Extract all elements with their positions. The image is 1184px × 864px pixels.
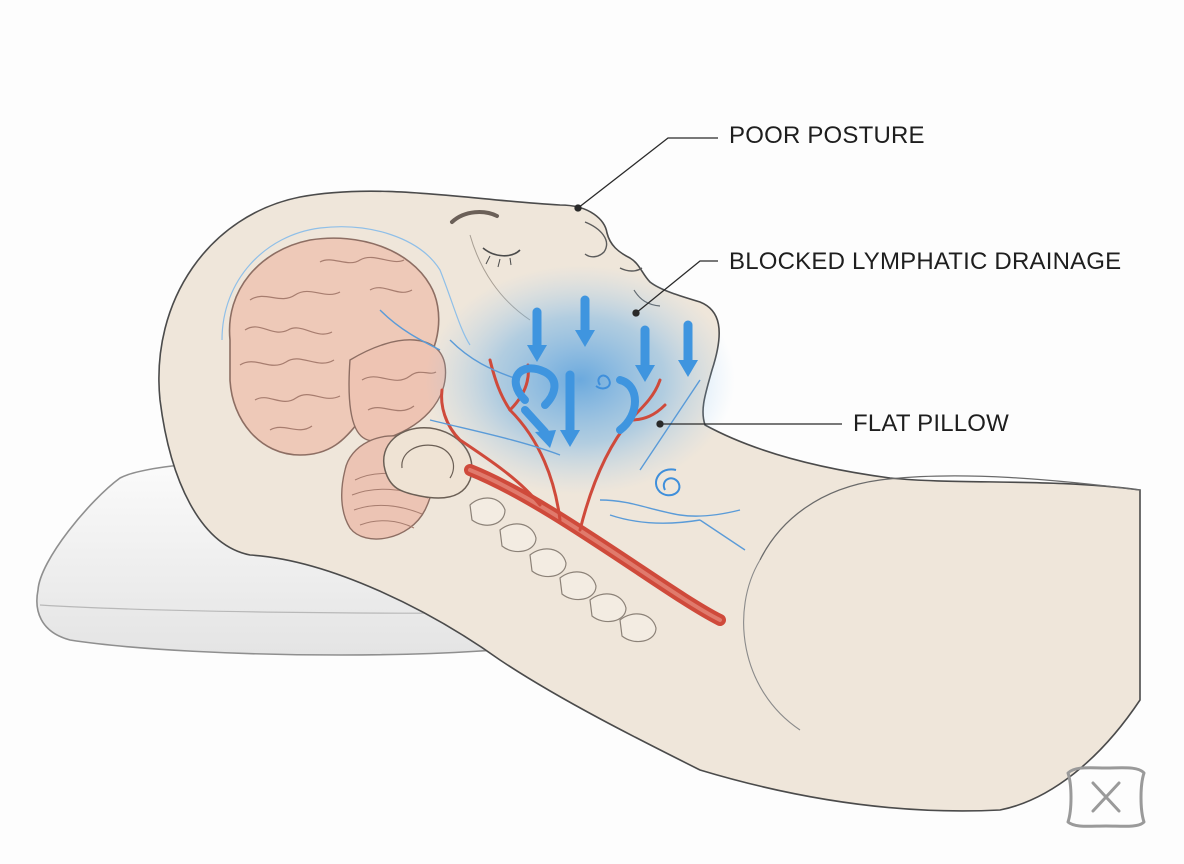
eyebrow bbox=[450, 210, 499, 224]
arrow-heads bbox=[527, 330, 698, 448]
blocked-lymph-arrows bbox=[511, 295, 693, 436]
leader-lines bbox=[574, 137, 842, 428]
poor-posture-leader bbox=[577, 137, 718, 209]
lymphatic-congestion-area bbox=[425, 265, 735, 495]
mouth bbox=[619, 267, 643, 272]
lymphatic-vessels bbox=[379, 309, 746, 551]
label-blocked-lymphatic-drainage: BLOCKED LYMPHATIC DRAINAGE bbox=[729, 248, 1122, 275]
label-flat-pillow: FLAT PILLOW bbox=[853, 410, 1010, 437]
closed-eye bbox=[482, 247, 521, 257]
lymph-leader bbox=[635, 260, 718, 314]
lymph-spirals bbox=[595, 374, 681, 497]
face-features bbox=[450, 210, 661, 307]
flat-pillow-x-icon bbox=[1066, 766, 1146, 828]
cervical-spine bbox=[469, 497, 657, 643]
label-poor-posture: POOR POSTURE bbox=[729, 122, 925, 149]
skull-outline bbox=[221, 226, 471, 346]
nose bbox=[584, 221, 608, 258]
